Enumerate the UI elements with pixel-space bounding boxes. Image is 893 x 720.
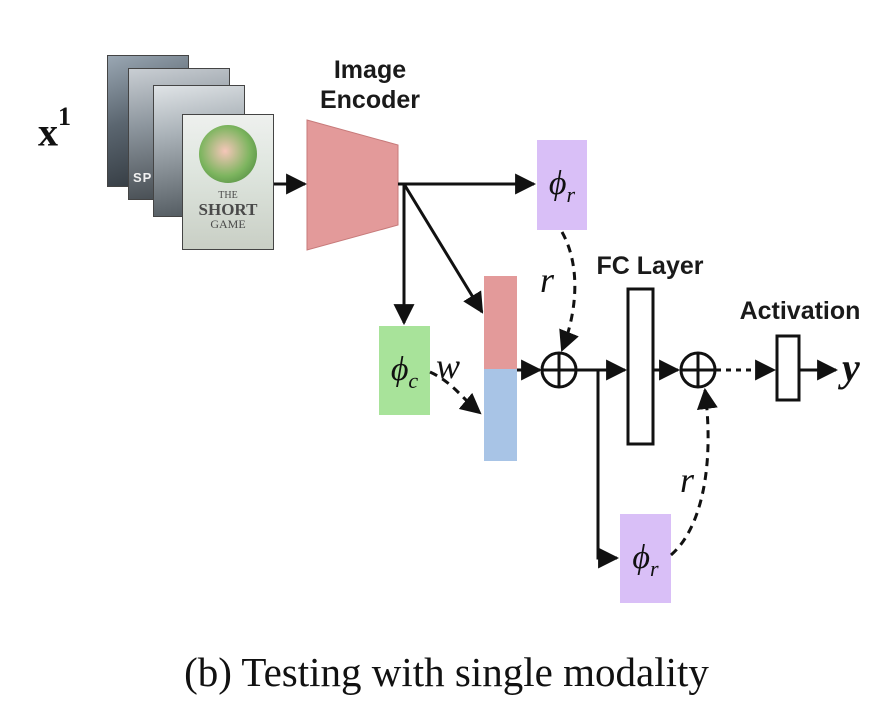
poster-4-title-line3: GAME bbox=[210, 217, 246, 231]
fc-layer-block bbox=[626, 287, 655, 446]
phi-r-top-block bbox=[537, 140, 587, 230]
phi-r-bottom-symbol: ϕ bbox=[632, 539, 651, 576]
poster-4-art bbox=[199, 125, 257, 183]
poster-4-title: THE SHORT GAME bbox=[183, 189, 273, 231]
r-top-label: r bbox=[540, 260, 555, 300]
arrow-branch-to-phi-r-bottom bbox=[596, 370, 620, 569]
phi-r-bottom-sub: r bbox=[650, 555, 659, 581]
image-encoder-block bbox=[306, 119, 399, 251]
phi-c-symbol: ϕ bbox=[390, 351, 409, 388]
phi-r-top-sub: r bbox=[566, 181, 576, 207]
sum-node-2 bbox=[679, 351, 717, 389]
output-symbol: y bbox=[842, 345, 860, 390]
sum-node-1 bbox=[540, 351, 578, 389]
dashed-arrow-r-top bbox=[559, 231, 579, 352]
poster-4-title-line2: SHORT bbox=[198, 200, 258, 219]
poster-4: THE SHORT GAME bbox=[182, 114, 274, 250]
activation-label: Activation bbox=[739, 297, 861, 325]
dashed-arrow-w bbox=[429, 370, 482, 415]
image-encoder-label-line1: Image bbox=[333, 56, 407, 84]
image-encoder-label-line2: Encoder bbox=[319, 86, 421, 114]
figure-caption: (b) Testing with single modality bbox=[184, 649, 709, 695]
phi-r-bottom-label: ϕr bbox=[620, 540, 671, 587]
activation-block bbox=[775, 334, 801, 402]
phi-r-top-symbol: ϕ bbox=[548, 165, 567, 202]
phi-r-bottom-block bbox=[620, 514, 671, 603]
poster-4-title-line1: THE bbox=[218, 190, 238, 201]
fc-layer-label: FC Layer bbox=[596, 252, 704, 280]
input-symbol-x: x bbox=[38, 109, 58, 155]
input-symbol-superscript: 1 bbox=[58, 102, 71, 131]
r-bottom-label: r bbox=[680, 460, 695, 500]
phi-c-block bbox=[379, 326, 430, 415]
arrow-encoder-to-concat bbox=[402, 183, 484, 314]
concat-top-segment bbox=[484, 276, 517, 369]
phi-r-top-label: ϕr bbox=[537, 166, 587, 213]
input-symbol: x1 bbox=[38, 102, 71, 155]
image-encoder-label: Image Encoder bbox=[300, 55, 440, 115]
phi-c-sub: c bbox=[408, 367, 419, 393]
concat-bottom-segment bbox=[484, 369, 517, 461]
phi-c-label: ϕc bbox=[379, 352, 430, 399]
w-label: w bbox=[436, 346, 461, 386]
dashed-arrow-r-bottom bbox=[670, 387, 718, 557]
